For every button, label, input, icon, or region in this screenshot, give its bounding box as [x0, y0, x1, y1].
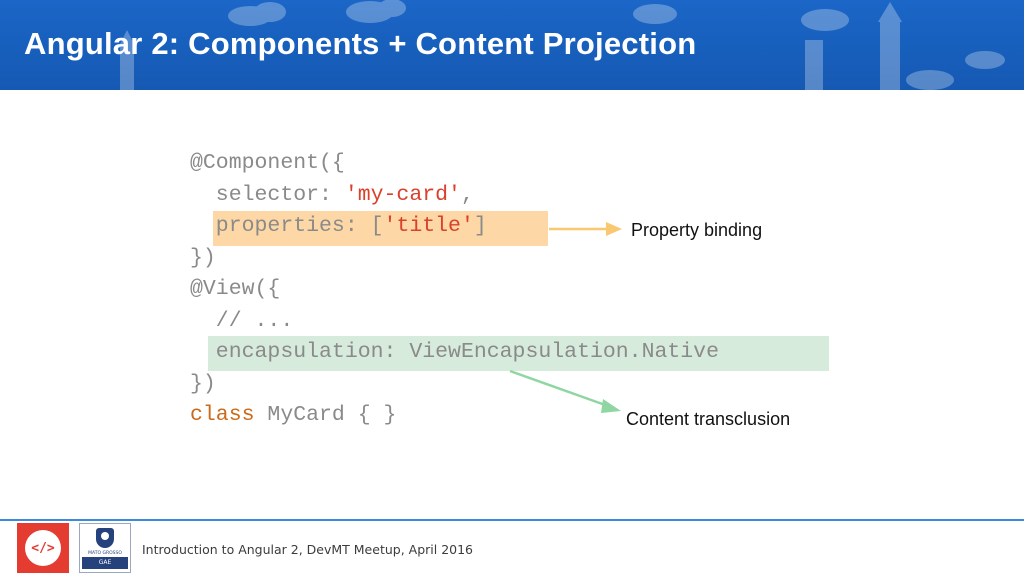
code-line-view: @View({ [190, 274, 719, 306]
properties-highlight [213, 211, 548, 246]
slide-title: Angular 2: Components + Content Projecti… [24, 26, 697, 61]
property-binding-label: Property binding [631, 220, 763, 240]
code-token: encapsulation: ViewEncapsulation.Native [190, 340, 719, 364]
code-token: selector: [190, 182, 345, 207]
code-token: @View({ [190, 277, 281, 301]
logo-band: GAE [82, 557, 128, 569]
code-line-component: @Component({ [190, 148, 719, 180]
code-string: 'my-card' [344, 182, 461, 207]
logo-caption: MATO GROSSO [88, 551, 122, 556]
logo-glyph: </> [25, 530, 61, 566]
code-token: properties: [ [190, 214, 384, 238]
code-block: @Component({ selector: 'my-card', proper… [190, 148, 719, 432]
code-string: 'title' [383, 214, 474, 238]
content-transclusion-label: Content transclusion [626, 409, 791, 429]
encapsulation-highlight [208, 336, 829, 371]
gae-crest-icon: MATO GROSSO GAE [79, 523, 131, 573]
code-line-properties: properties: ['title'] [190, 211, 719, 243]
code-token: // ... [190, 308, 294, 333]
code-token: , [460, 182, 474, 207]
slide-header: Angular 2: Components + Content Projecti… [0, 0, 1024, 90]
code-line-class: class MyCard { } [190, 400, 719, 432]
code-line-close: }) [190, 369, 719, 401]
code-line-encapsulation: encapsulation: ViewEncapsulation.Native [190, 337, 719, 369]
footer-caption: Introduction to Angular 2, DevMT Meetup,… [142, 542, 473, 557]
crest-shield [96, 528, 114, 548]
code-brackets-icon: </> [17, 523, 69, 573]
code-token: }) [190, 245, 216, 270]
code-keyword: class [190, 403, 255, 427]
code-line-comment: // ... [190, 306, 719, 338]
code-token: MyCard { } [254, 403, 397, 427]
code-line-close: }) [190, 243, 719, 275]
code-line-selector: selector: 'my-card', [190, 180, 719, 212]
code-token: ] [473, 214, 487, 238]
skyline-clouds-decoration [118, 0, 1005, 90]
code-token: @Component({ [190, 151, 345, 175]
footer-divider [0, 519, 1024, 521]
code-token: }) [190, 371, 216, 396]
